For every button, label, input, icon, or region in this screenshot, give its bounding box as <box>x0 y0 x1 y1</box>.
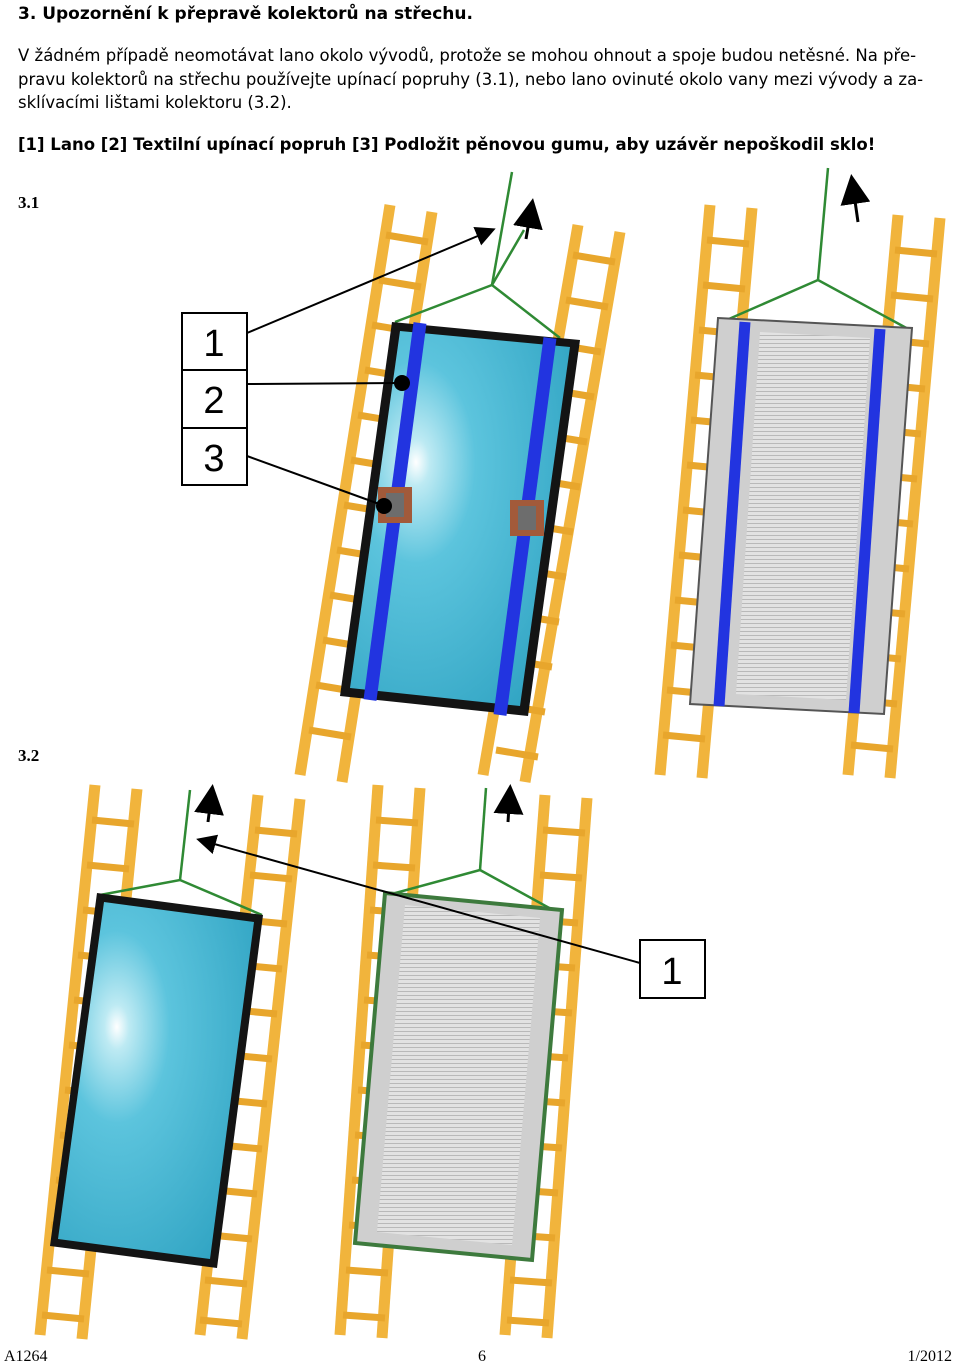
document-date: 1/2012 <box>908 1348 952 1366</box>
figure-3-2-right <box>340 785 587 1338</box>
figure-3-1-left <box>300 172 620 782</box>
page-number: 6 <box>478 1348 486 1366</box>
document-code: A1264 <box>4 1348 48 1366</box>
lift-arrow-icon <box>526 204 532 239</box>
lift-arrow-icon <box>208 790 212 822</box>
leader-line <box>247 383 400 384</box>
lift-arrow-icon <box>508 790 510 822</box>
callout-1: 1 <box>203 323 224 365</box>
leader-dot <box>394 375 410 391</box>
figure-3-1-right <box>660 168 940 778</box>
lift-arrow-icon <box>852 180 858 222</box>
collector-back-panel <box>355 893 562 1260</box>
callout-1: 1 <box>661 951 682 993</box>
callout-3: 3 <box>203 438 224 480</box>
figure-3-2-left <box>40 785 300 1339</box>
leader-dot <box>376 498 392 514</box>
callout-2: 2 <box>203 380 224 422</box>
